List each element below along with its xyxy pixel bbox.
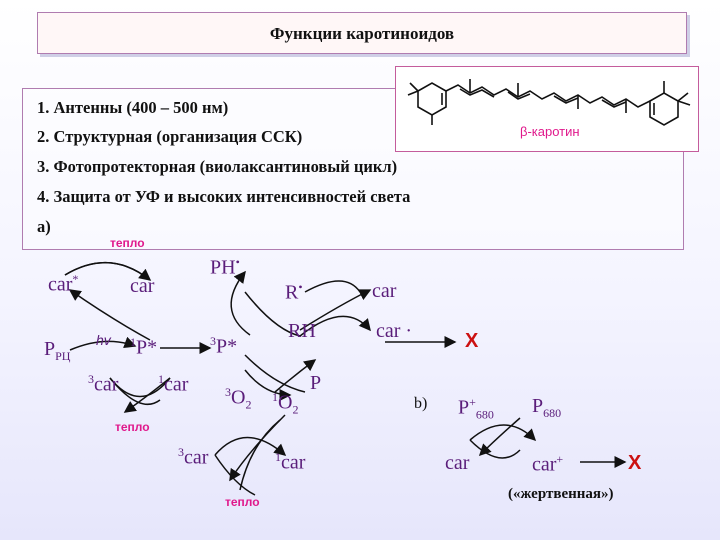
function-item-1: 1. Антенны (400 – 500 нм) <box>37 98 229 117</box>
singlet-oxygen: 1O2 <box>272 390 299 417</box>
r-radical: R• <box>285 280 303 304</box>
x-product-2: X <box>628 452 642 474</box>
heat-label-1: тепло <box>110 236 145 250</box>
car-right: car <box>372 280 397 302</box>
car-excited: car* <box>48 272 79 296</box>
item-b: b) <box>414 395 428 412</box>
beta-carotene-label: β-каротин <box>520 124 580 139</box>
triplet-p-excited: 3P* <box>210 334 238 358</box>
singlet-car: 1car <box>158 372 189 396</box>
heat-label-2: тепло <box>115 420 150 434</box>
title-box: Функции каротиноидов <box>37 12 687 54</box>
beta-carotene-structure-box <box>395 66 699 152</box>
beta-carotene-structure <box>407 79 691 126</box>
car-cation: car+ <box>532 452 564 476</box>
rh: RH <box>288 320 316 342</box>
triplet-oxygen: 3O2 <box>225 385 252 412</box>
function-item-3: 3. Фотопротекторная (виолаксантиновый ци… <box>37 157 398 176</box>
car-ground: car <box>130 275 155 297</box>
function-item-4: 4. Защита от УФ и высоких интенсивностей… <box>37 187 411 206</box>
function-item-2: 2. Структурная (организация ССК) <box>37 127 303 146</box>
car-radical: car · <box>376 320 413 342</box>
ph-radical: PH• <box>210 255 240 279</box>
singlet-p-excited: 1P* <box>130 335 158 359</box>
singlet-car-2: 1car <box>275 450 306 474</box>
p-reaction-center: PРЦ <box>44 338 71 363</box>
p680: P680 <box>532 395 562 420</box>
triplet-car-2: 3car <box>178 445 209 469</box>
p680-plus: P+680 <box>458 395 494 422</box>
x-product-1: X <box>465 330 479 352</box>
item-a: а) <box>37 217 51 236</box>
sacrificial-caption: («жертвенная») <box>508 486 614 502</box>
heat-label-3: тепло <box>225 495 260 509</box>
hv-label: hv <box>96 332 111 348</box>
triplet-car: 3car <box>88 372 119 396</box>
page-title: Функции каротиноидов <box>269 24 455 43</box>
p-ground: P <box>310 372 322 394</box>
car-b: car <box>445 452 470 474</box>
